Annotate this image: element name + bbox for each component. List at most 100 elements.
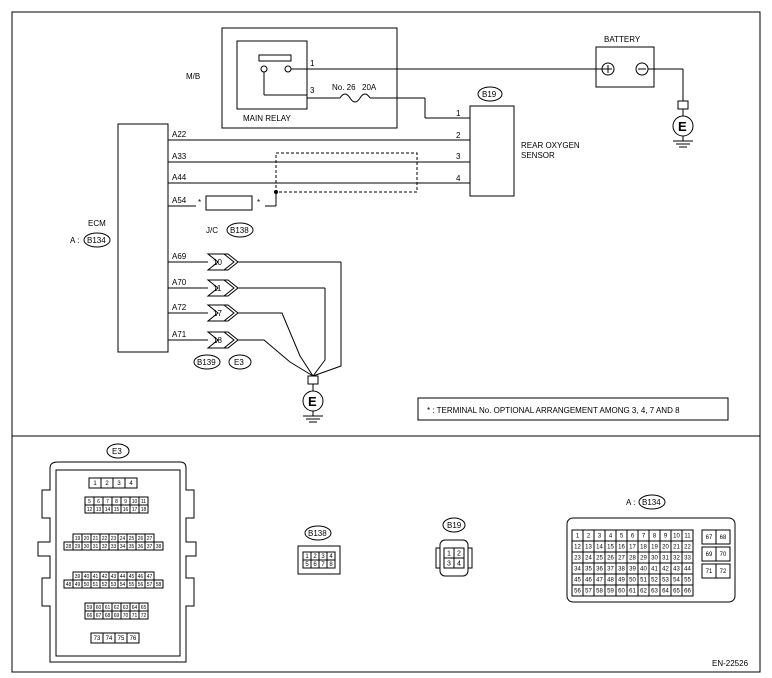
e3-pin-3: 3: [117, 481, 121, 487]
e3-pin-23: 23: [111, 536, 117, 542]
e3-pin-31: 31: [93, 544, 99, 550]
b138-pin-8: 8: [329, 562, 333, 568]
e3-pin-71: 71: [132, 613, 138, 619]
e3-pin-13: 13: [96, 507, 102, 513]
svg-text:11: 11: [213, 284, 222, 293]
ecm-ground-label: E: [308, 394, 317, 409]
b134-housing: [566, 517, 736, 603]
b134-pin-28: 28: [629, 556, 636, 562]
b134-pin-40: 40: [640, 567, 647, 573]
note-box: [417, 397, 729, 421]
e3-pin-25: 25: [129, 536, 135, 542]
e3-pin-27: 27: [147, 536, 153, 542]
b138-pin-7: 7: [321, 562, 325, 568]
b134-pin-39: 39: [629, 567, 636, 573]
shield-box: [275, 152, 418, 193]
ecm-box: [117, 123, 169, 353]
e3-pin-51: 51: [93, 582, 99, 588]
b19-pin-4: 4: [457, 560, 461, 567]
sensor-connector-badge: [477, 86, 503, 102]
b138-pin-4: 4: [329, 554, 333, 560]
e3-pin-42: 42: [102, 574, 108, 580]
b134-pin-66: 66: [684, 589, 691, 595]
sensor-connector-label: B19: [482, 90, 497, 99]
b19-view-label: B19: [447, 521, 462, 530]
jc-star-left: *: [198, 198, 201, 207]
e3-housing: [37, 461, 197, 663]
b134-pin-10: 10: [673, 534, 680, 540]
ecm-pin-a69: A69: [172, 252, 187, 261]
e3-pin-55: 55: [129, 582, 135, 588]
e3-pin-59: 59: [87, 605, 93, 611]
b134-pin-19: 19: [651, 545, 658, 551]
e3-pin-34: 34: [120, 544, 126, 550]
e3-pin-43: 43: [111, 574, 117, 580]
e3-pin-73: 73: [94, 636, 101, 642]
b134-pin-16: 16: [618, 545, 625, 551]
b134-pin-33: 33: [684, 556, 691, 562]
b134-view-prefix: A :: [626, 498, 635, 507]
e3-pin-12: 12: [87, 507, 93, 513]
b134-pin-56: 56: [574, 589, 581, 595]
b134-pin-5: 5: [620, 534, 624, 540]
b134-pin-26: 26: [607, 556, 614, 562]
b134-pin-22: 22: [684, 545, 691, 551]
jc-connector-label: B138: [230, 226, 249, 235]
e3-pin-57: 57: [147, 582, 153, 588]
b134-pin-32: 32: [673, 556, 680, 562]
e3-pin-32: 32: [102, 544, 108, 550]
b138-housing: [297, 545, 341, 575]
e3-pin-35: 35: [129, 544, 135, 550]
b139-label: B139: [197, 358, 216, 367]
e3-pin-9: 9: [124, 499, 127, 505]
b138-view-badge: [304, 525, 332, 541]
battery-ground-label: E: [678, 119, 687, 134]
e3-pin-72: 72: [141, 613, 147, 619]
e3-pin-24: 24: [120, 536, 126, 542]
b134-pin-30: 30: [651, 556, 658, 562]
e3-pin-63: 63: [123, 605, 129, 611]
b134-pin-58: 58: [596, 589, 603, 595]
e3-inner: [55, 469, 181, 657]
e3-label: E3: [234, 358, 244, 367]
b19-pin-2: 2: [457, 550, 461, 557]
b138-view-label: B138: [308, 529, 327, 538]
ground-terminal-11: 11: [168, 279, 325, 297]
e3-pin-21: 21: [93, 536, 99, 542]
b134-view-badge: [638, 494, 666, 510]
b134-pin-42: 42: [662, 567, 669, 573]
battery-positive: [601, 62, 615, 76]
svg-text:17: 17: [213, 309, 222, 318]
b134-pin-70: 70: [720, 552, 727, 558]
relay-contact-left: [260, 65, 268, 73]
b134-pin-71: 71: [706, 569, 713, 575]
b134-pin-60: 60: [618, 589, 625, 595]
b134-view-label: B134: [642, 498, 661, 507]
e3-pin-44: 44: [120, 574, 126, 580]
b134-pin-43: 43: [673, 567, 680, 573]
battery-ground-connector: [677, 100, 689, 110]
battery-label: BATTERY: [604, 35, 641, 44]
e3-pin-20: 20: [84, 536, 90, 542]
e3-pin-52: 52: [102, 582, 108, 588]
shield-junction: [274, 190, 278, 194]
b134-pin-9: 9: [664, 534, 668, 540]
b138-pin-6: 6: [313, 562, 317, 568]
b134-pin-41: 41: [651, 567, 658, 573]
sensor-name-line1: REAR OXYGEN: [521, 141, 580, 150]
jc-star-right: *: [257, 198, 260, 207]
e3-pin-37: 37: [147, 544, 153, 550]
main-relay-box: [236, 40, 308, 110]
b134-pin-4: 4: [609, 534, 613, 540]
b134-pin-38: 38: [618, 567, 625, 573]
b134-pin-2: 2: [587, 534, 591, 540]
b134-pin-15: 15: [607, 545, 614, 551]
b134-pin-1: 1: [576, 534, 580, 540]
e3-pin-29: 29: [75, 544, 81, 550]
b134-pin-62: 62: [640, 589, 647, 595]
e3-badge: [228, 354, 252, 370]
ecm-pin-a54: A54: [172, 196, 187, 205]
b134-pin-29: 29: [640, 556, 647, 562]
e3-pin-46: 46: [138, 574, 144, 580]
b134-pin-17: 17: [629, 545, 636, 551]
